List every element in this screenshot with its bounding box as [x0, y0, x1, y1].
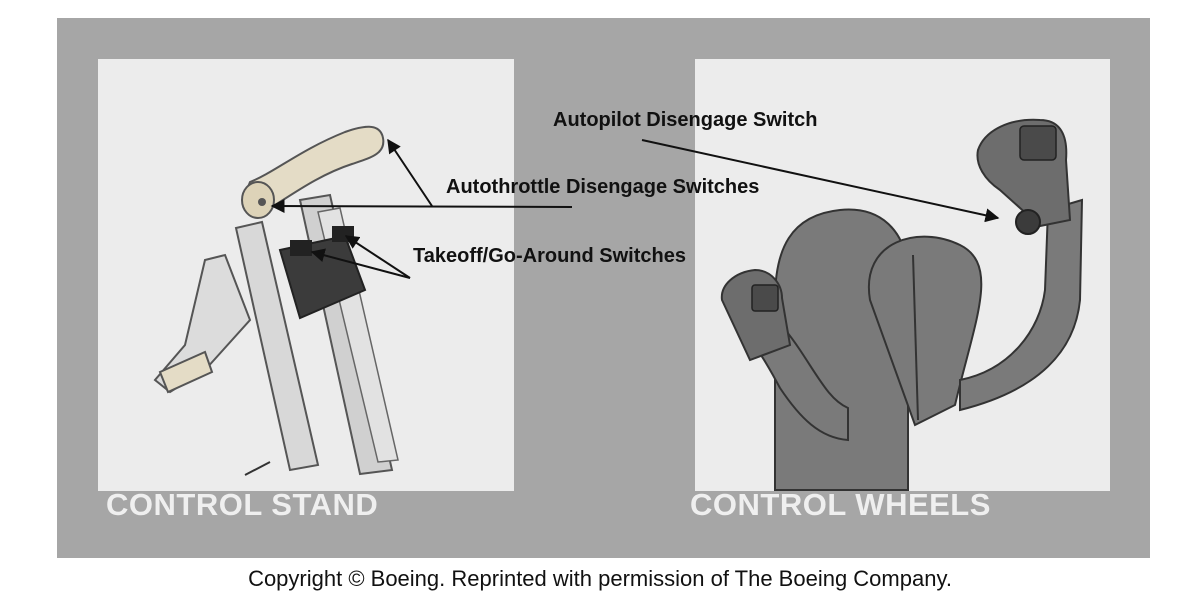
autopilot-leader [641, 139, 1000, 223]
throttle-knob [241, 125, 385, 219]
right-wheel-grip [976, 118, 1072, 235]
throttle-stand-arms [234, 193, 399, 476]
copyright-notice: Copyright © Boeing. Reprinted with permi… [248, 566, 952, 591]
toga-switches-label: Takeoff/Go-Around Switches [413, 245, 686, 267]
control-stand-title: CONTROL STAND [106, 487, 379, 522]
autopilot-disengage-label: Autopilot Disengage Switch [553, 109, 818, 131]
control-wheels-title: CONTROL WHEELS [690, 487, 991, 522]
autothrottle-leader [270, 138, 573, 214]
control-column [774, 208, 983, 491]
autothrottle-disengage-label: Autothrottle Disengage Switches [446, 176, 760, 198]
toga-switch-block [278, 226, 367, 320]
throttle-lever-rear [153, 253, 252, 394]
toga-leader [310, 235, 411, 279]
left-wheel-grip [720, 268, 792, 362]
